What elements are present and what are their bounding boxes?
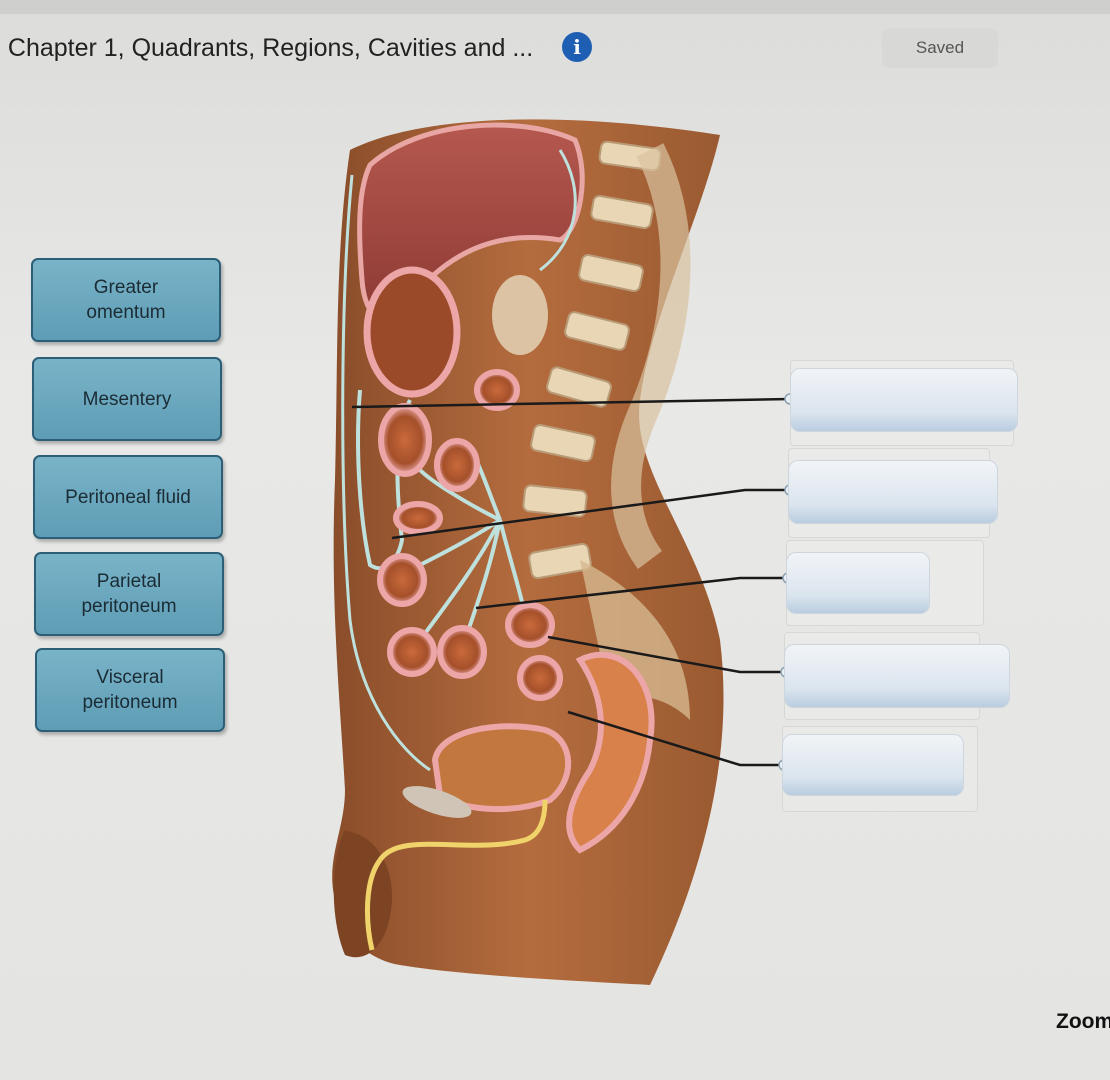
urinary-bladder: [431, 723, 572, 812]
label-tile-visceral-peritoneum[interactable]: Visceral peritoneum: [35, 648, 225, 732]
leader-lines: [351, 397, 791, 767]
label-tile-mesentery[interactable]: Mesentery: [32, 357, 222, 441]
label-tile-greater-omentum[interactable]: Greater omentum: [31, 258, 221, 342]
drop-target-4[interactable]: [784, 644, 1010, 708]
label-tile-parietal-peritoneum[interactable]: Parietal peritoneum: [34, 552, 224, 636]
leader-line-4: [547, 635, 786, 674]
page-title: : Chapter 1, Quadrants, Regions, Cavitie…: [0, 34, 534, 62]
spine: [522, 140, 662, 580]
rectum: [566, 651, 655, 854]
leader-line-2: [391, 488, 790, 540]
pubic-bone: [402, 786, 472, 818]
top-toolbar-strip: [0, 0, 1110, 14]
saved-status-badge: Saved: [882, 28, 998, 68]
drop-target-3[interactable]: [786, 552, 930, 614]
pancreas: [492, 275, 548, 355]
leader-line-5: [567, 710, 784, 767]
leader-line-1: [351, 397, 791, 409]
zoom-button[interactable]: Zoom: [1056, 1010, 1110, 1033]
drop-target-2[interactable]: [788, 460, 998, 524]
drop-target-1[interactable]: [790, 368, 1018, 432]
label-tile-peritoneal-fluid[interactable]: Peritoneal fluid: [33, 455, 223, 539]
info-icon[interactable]: i: [562, 32, 592, 62]
stomach: [363, 266, 461, 398]
leader-line-3: [475, 576, 788, 610]
small-intestine-loops: [377, 369, 563, 701]
parietal-peritoneum-outline: [341, 174, 431, 772]
drop-target-5[interactable]: [782, 734, 964, 796]
